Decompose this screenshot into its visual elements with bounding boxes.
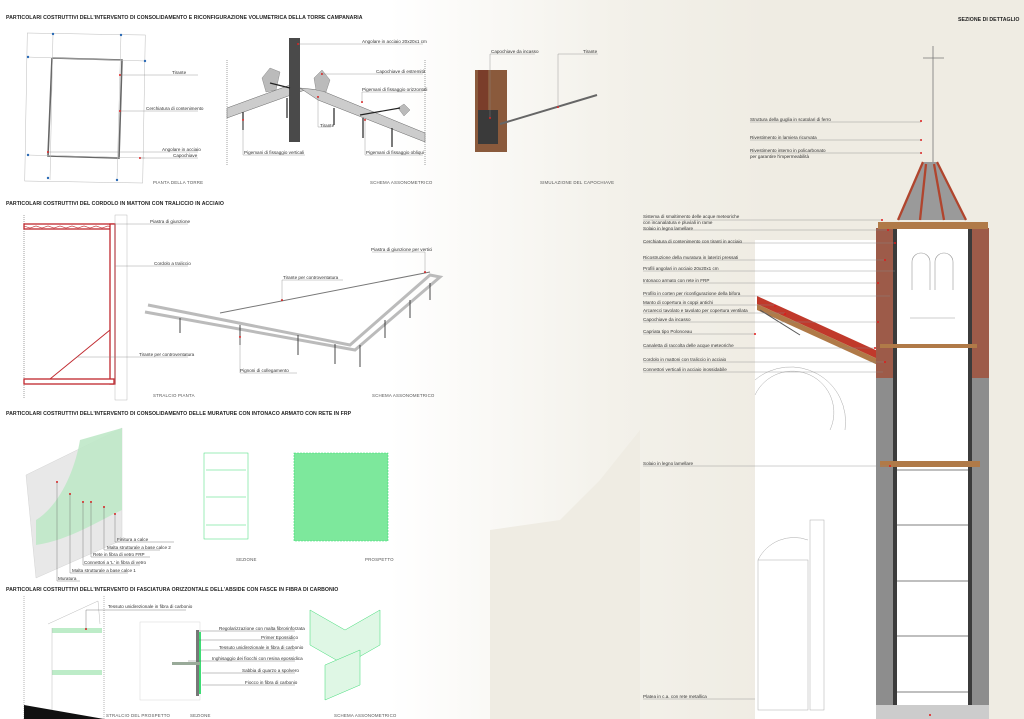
caption: SEZIONE [190,713,211,718]
caption: SEZIONE [236,557,257,562]
plan-label: Piastra di giunzione [150,219,191,224]
apse-axonometric-drawing [309,609,381,701]
axo-label: Capochiave di estremità [376,69,426,74]
caption: SCHEMA ASSONOMETRICO [334,713,397,718]
plan-label: Tirante [172,70,187,75]
spire-label: Rivestimento in lamiera ricurvata [750,135,817,140]
layer-label: Rete in fibra di vetro FRP [93,552,145,557]
sim-label: Tirante [583,49,598,54]
detail-label: Profilo in corten per riconfigurazione d… [643,291,741,296]
detail-label: Cordolo in mattoni con traliccio in acci… [643,357,727,362]
axo-label: Pignoni di collegamento [240,368,289,373]
curb-plan-drawing [23,214,188,401]
section-label: Regolarizzazione con malta fibrorinforza… [219,626,305,631]
caption: STRALCIO PIANTA [153,393,195,398]
detail-label: Ricostruzione della muratura in laterizi… [643,255,739,260]
detail-label: Sistema di smaltimento delle acque meteo… [643,214,740,219]
axo-label: Angolare in acciaio 20x20x1 cm [362,39,427,44]
section-label: Inghisaggio dei fiocchi con resina eposs… [212,656,303,661]
roof-drawing [757,296,880,366]
axo-label: Pigemani di fissaggio verticali [244,150,305,155]
spire-label: Rivestimento interno in policarbonato [750,148,826,153]
plan-label: Angolare in acciaio [162,147,201,152]
layer-label: Malta strutturale a base calce 1 [72,568,136,573]
caption: PROSPETTO [365,557,394,562]
frp-wall-drawing [25,427,174,582]
elevation-label: Tessuto unidirezionale in fibra di carbo… [108,604,193,609]
background-shape [490,430,640,719]
axo-label: Tirante per controventatura [283,275,339,280]
detail-label: Cerchiatura di contenimento con tiranti … [643,239,743,244]
section-label: Fiocco in fibra di carbonio [245,680,298,685]
layer-label: Malta strutturale a base calce 2 [107,545,171,550]
layer-label: Connettori a 'L' in fibra di vetro [84,560,147,565]
detail-label: Capochiave da incasso [643,317,691,322]
layer-label: Muratura [58,576,77,581]
frp-section-drawing [203,452,249,540]
section-label: Primer Epossidico [261,635,299,640]
detail-label: Platea in c.a. con rete metallica [643,694,707,699]
axo-label: Pigemani di fissaggio obliqui [366,150,424,155]
detail-label: Capriata tipo Polonceau [643,329,693,334]
detail-label: Profili angolari in acciaio 20x20x1 cm [643,266,719,271]
caption: SCHEMA ASSONOMETRICO [370,180,433,185]
sim-label: Capochiave da incasso [491,49,539,54]
detail-label: Manto di copertura in coppi antichi [643,300,713,305]
spire-label: Struttura della guglia in scatolari di f… [750,117,831,122]
plan-label: Cerchiatura di contenimento [146,106,204,111]
plan-label: Capochiave [173,153,198,158]
truss-axonometric-drawing [144,251,444,374]
axo-label: Tirante [320,123,335,128]
caption: SIMULAZIONE DEL CAPOCHIAVE [540,180,615,185]
section-label: Sabbia di quarzo a spolvero [242,668,299,673]
detail-label: con incanalatura e pluviali in rame [643,220,713,225]
plan-label: Tirante per controventatura [139,352,195,357]
caption: STRALCIO DEL PROSPETTO [106,713,171,718]
apse-section-drawing [139,621,295,701]
section-4-title: PARTICOLARI COSTRUTTIVI DELL'INTERVENTO … [6,587,339,593]
detail-label: Canaletta di raccolta delle acque meteor… [643,343,734,348]
frp-elevation-drawing [293,452,389,542]
detail-label: Solaio in legno lamellare [643,226,694,231]
section-3-title: PARTICOLARI COSTRUTTIVI DELL'INTERVENTO … [6,411,352,417]
anchor-simulation-drawing [475,53,598,152]
caption: SCHEMA ASSONOMETRICO [372,393,435,398]
axo-label: Piastra di giunzione per vertici [371,247,433,252]
section-2-title: PARTICOLARI COSTRUTTIVI DEL CORDOLO IN M… [6,201,224,207]
tower-plan-drawing [24,32,198,184]
caption: PIANTA DELLA TORRE [153,180,204,185]
layer-label: Finitura a calce [117,537,149,542]
sheet-title: SEZIONE DI DETTAGLIO [958,17,1020,23]
axo-label: Pigemani di fissaggio orizzontali [362,87,428,92]
angle-axonometric-drawing [226,38,426,165]
apse-elevation-drawing [23,596,186,719]
detail-label: Arcarecci tavolato e tavolato per copert… [643,308,748,313]
detail-label: Intonaco armato con rete in FRP [643,278,710,283]
tower-section-drawing [643,46,989,719]
section-1-title: PARTICOLARI COSTRUTTIVI DELL'INTERVENTO … [6,15,363,21]
spire-label: per garantire l'impermeabilità [750,154,810,159]
detail-label: Solaio in legno lamellare [643,461,694,466]
section-label: Tessuto unidirezionale in fibra di carbo… [219,645,304,650]
plan-label: Cordolo a traliccio [154,261,191,266]
detail-label: Connettori verticali in acciaio inossida… [643,367,727,372]
